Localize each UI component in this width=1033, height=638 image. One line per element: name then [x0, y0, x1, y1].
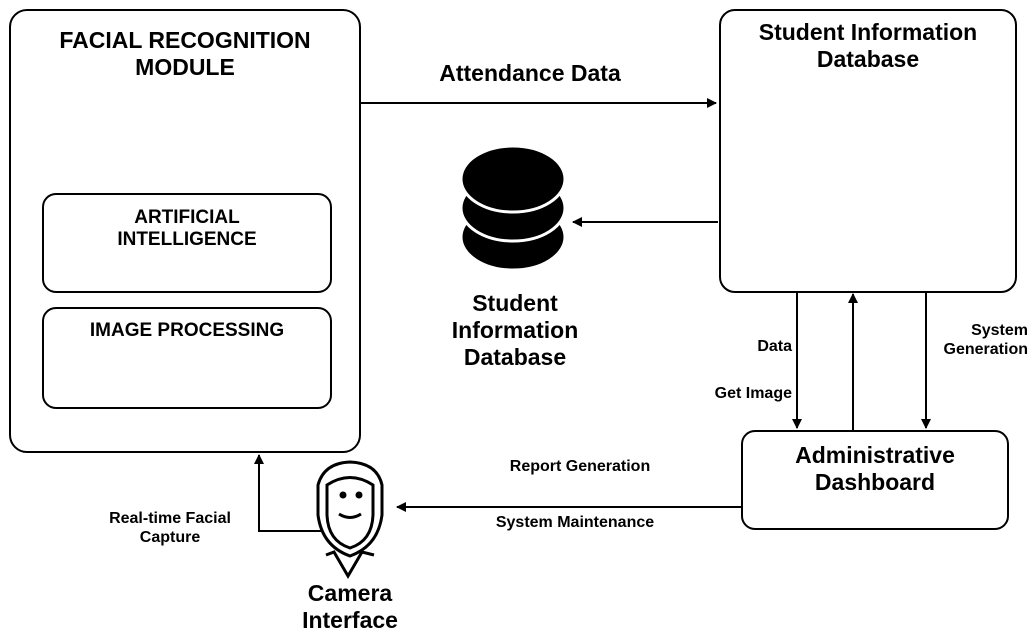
ai-label-line1: ARTIFICIAL	[134, 207, 240, 228]
data-label: Data	[757, 338, 792, 355]
student-db-icon-label-line2: Information	[451, 317, 579, 344]
database-stack-icon	[459, 144, 567, 272]
system-maintenance-label: System Maintenance	[495, 514, 655, 531]
realtime-line1: Real-time Facial	[109, 510, 231, 527]
image-processing-box	[42, 307, 332, 409]
camera-label-line2: Interface	[302, 607, 398, 634]
student-information-database-box	[719, 9, 1017, 293]
student-db-icon-label-line1: Student	[472, 290, 558, 316]
system-generation-line1: System	[971, 322, 1028, 339]
student-db-box-title: Student Information Database	[719, 19, 1017, 73]
realtime-line2: Capture	[139, 528, 201, 546]
camera-person-icon	[316, 460, 384, 579]
facial-module-title: FACIAL RECOGNITION MODULE	[9, 27, 361, 81]
student-db-icon-label: Student Information Database	[425, 290, 605, 371]
facial-module-title-line2: MODULE	[135, 54, 235, 81]
admin-dashboard-line1: Administrative	[795, 442, 955, 468]
admin-dashboard-line2: Dashboard	[814, 469, 936, 496]
student-db-box-title-line1: Student Information	[758, 19, 978, 45]
get-image-label: Get Image	[714, 385, 792, 402]
student-db-box-title-line2: Database	[816, 46, 920, 73]
admin-dashboard-label: Administrative Dashboard	[741, 442, 1009, 496]
camera-label-line1: Camera	[307, 580, 393, 606]
image-processing-label: IMAGE PROCESSING	[89, 320, 285, 341]
camera-to-module-arrow	[254, 454, 325, 532]
system-generation-line2: Generation	[943, 340, 1028, 358]
student-db-icon-label-line3: Database	[463, 344, 567, 371]
system-generation-label: System Generation	[928, 322, 1028, 360]
artificial-intelligence-label: ARTIFICIAL INTELLIGENCE	[42, 207, 332, 252]
attendance-data-label: Attendance Data	[439, 60, 621, 86]
report-generation-label: Report Generation	[509, 458, 651, 475]
artificial-intelligence-box	[42, 193, 332, 293]
camera-interface-label: Camera Interface	[290, 580, 410, 634]
ai-label-line2: INTELLIGENCE	[117, 229, 257, 251]
facial-module-title-line1: FACIAL RECOGNITION	[59, 27, 311, 53]
realtime-facial-capture-label: Real-time Facial Capture	[90, 510, 250, 548]
administrative-dashboard-box	[741, 430, 1009, 530]
